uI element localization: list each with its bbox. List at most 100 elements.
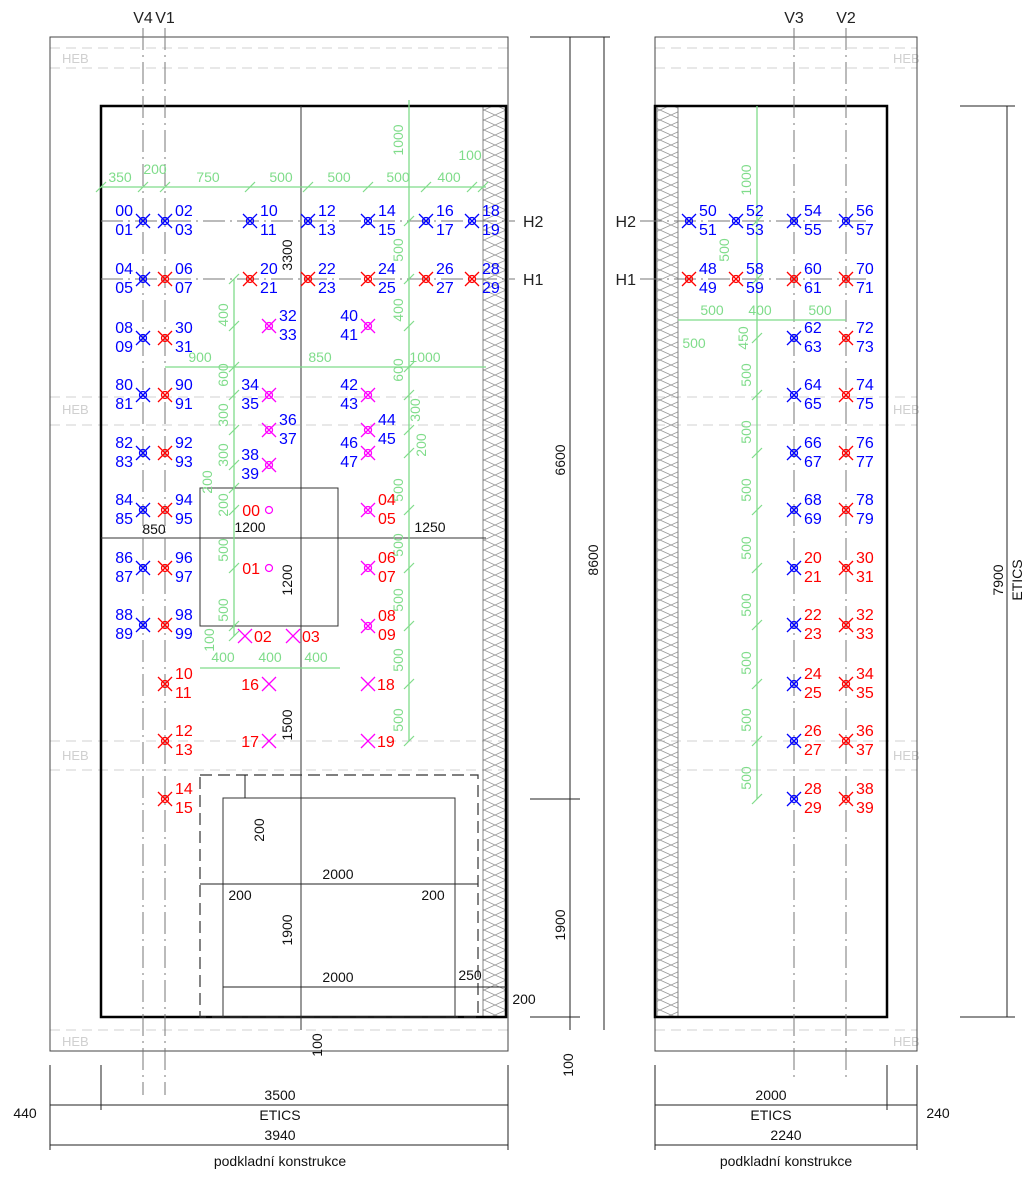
dimension-text: 7900 (990, 564, 1006, 595)
anchor-cross-icon (728, 213, 744, 229)
anchor-label-bottom: 47 (340, 454, 358, 471)
anchor-circle-icon (160, 216, 170, 226)
anchor-label-bottom: 39 (856, 800, 874, 817)
anchor-circle-icon (363, 216, 373, 226)
anchor-label-bottom: 15 (378, 222, 396, 239)
green-dimension-text: 500 (390, 588, 406, 612)
anchor-label-top: 12 (175, 723, 193, 740)
anchor-cross-icon (135, 387, 151, 403)
anchor-label-bottom: 63 (804, 339, 822, 356)
anchor-label-bottom: 99 (175, 626, 193, 643)
anchor-circle-icon (421, 216, 431, 226)
anchor-label-bottom: 09 (378, 627, 396, 644)
anchor-cross-icon (360, 560, 376, 576)
anchor-label-bottom: 19 (482, 222, 500, 239)
green-dimension-text: 500 (390, 708, 406, 732)
anchor-circle-icon (841, 679, 851, 689)
anchor-label-top: 98 (175, 607, 193, 624)
anchor-label-bottom: 61 (804, 280, 822, 297)
anchor-label-top: 28 (482, 261, 500, 278)
anchor-label-top: 26 (436, 261, 454, 278)
anchor-label-bottom: 25 (378, 280, 396, 297)
green-dimension-text: 500 (390, 648, 406, 672)
anchor-circle-icon (789, 794, 799, 804)
dimension-text: 1900 (552, 909, 568, 940)
anchor-circle-icon (363, 321, 373, 331)
anchor-point: 00 (242, 503, 274, 520)
dimension-text: 200 (512, 991, 536, 1007)
anchor-label-bottom: 83 (115, 454, 133, 471)
anchor-label-top: 00 (115, 203, 133, 220)
anchor-circle-icon (160, 333, 170, 343)
anchor-circle-icon (160, 274, 170, 284)
axis-label-h1-right: H1 (616, 272, 637, 289)
anchor-label-top: 96 (175, 550, 193, 567)
anchor-label-bottom: 33 (856, 626, 874, 643)
anchor-label-top: 74 (856, 377, 874, 394)
anchor-cross-icon (135, 617, 151, 633)
bottom-dimension-left-total: 3940 (264, 1127, 295, 1143)
anchor-label-top: 16 (436, 203, 454, 220)
dimension-text: 1250 (414, 519, 445, 535)
anchor-label-top: 70 (856, 261, 874, 278)
green-dimension-text: 400 (437, 169, 461, 185)
anchor-cross-icon (360, 502, 376, 518)
anchor-cross-icon (135, 445, 151, 461)
anchor-circle-icon (841, 563, 851, 573)
anchor-label-bottom: 03 (175, 222, 193, 239)
dimension-text: 2000 (322, 866, 353, 882)
green-dimension-text: 1000 (390, 124, 406, 155)
anchor-label: 18 (377, 677, 395, 694)
anchor-label-bottom: 07 (175, 280, 193, 297)
anchor-label-top: 08 (115, 320, 133, 337)
anchor-circle-icon (841, 794, 851, 804)
anchor-cross-icon (838, 213, 854, 229)
heb-label: HEB (62, 402, 89, 417)
green-dimension-text: 500 (808, 302, 832, 318)
anchor-label-top: 52 (746, 203, 764, 220)
anchor-cross-icon (786, 330, 802, 346)
anchor-circle-icon (841, 216, 851, 226)
anchor-label-bottom: 55 (804, 222, 822, 239)
anchor-point: 02 (237, 628, 272, 646)
anchor-cross-icon (838, 502, 854, 518)
anchor-cross-icon (838, 271, 854, 287)
anchor-circle-icon (684, 274, 694, 284)
anchor-circle-icon (160, 679, 170, 689)
axis-label-v1: V1 (155, 10, 175, 27)
green-dimension-text: 750 (196, 169, 220, 185)
anchor-label-bottom: 21 (804, 569, 822, 586)
anchor-cross-icon (135, 271, 151, 287)
heb-label: HEB (893, 402, 920, 417)
anchor-circle-icon (264, 563, 274, 573)
bottom-dimension-left-total-label: podkladní konstrukce (214, 1153, 347, 1169)
window-opening (199, 487, 339, 627)
axis-label-v4: V4 (133, 10, 153, 27)
green-dimension-text: 600 (390, 358, 406, 382)
anchor-label-top: 30 (856, 550, 874, 567)
anchor-label-bottom: 77 (856, 454, 874, 471)
anchor-label-bottom: 35 (856, 685, 874, 702)
anchor-circle-icon (160, 505, 170, 515)
anchor-label-bottom: 09 (115, 339, 133, 356)
anchor-label-top: 90 (175, 377, 193, 394)
anchor-circle-icon (841, 505, 851, 515)
anchor-cross-icon (838, 617, 854, 633)
green-dimension-text: 500 (269, 169, 293, 185)
anchor-cross-icon (786, 791, 802, 807)
anchor-label-top: 42 (340, 377, 358, 394)
